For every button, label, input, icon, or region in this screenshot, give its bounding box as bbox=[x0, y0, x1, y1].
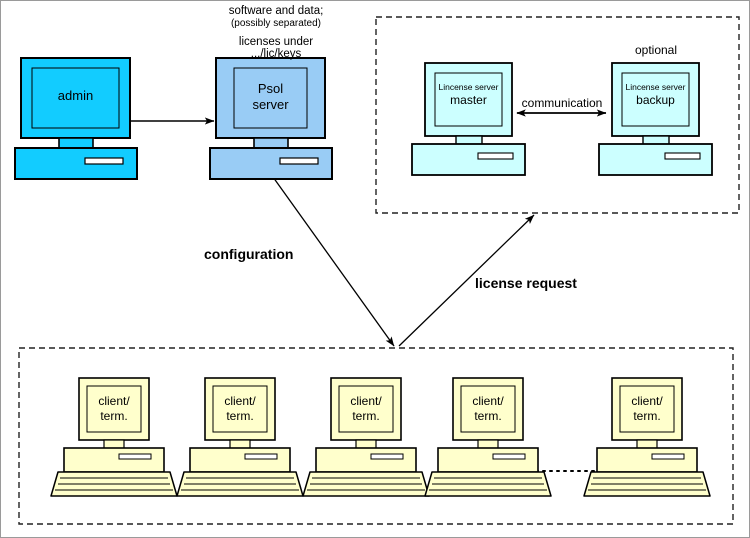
client-4-screen-line2: term. bbox=[474, 409, 502, 423]
psol-server-computer bbox=[209, 57, 333, 180]
psol-caption-software-data: software and data; bbox=[228, 5, 324, 17]
client-5-screen-line1: client/ bbox=[631, 394, 663, 408]
license-master-screen-line1: Lincense server bbox=[438, 82, 499, 92]
optional-label: optional bbox=[634, 43, 678, 57]
license-master-screen-line2: master bbox=[450, 93, 487, 107]
client-3-screen-line2: term. bbox=[352, 409, 380, 423]
client-5-screen-label-wrap: client/ term. bbox=[620, 386, 674, 432]
license-request-arrow bbox=[398, 214, 535, 347]
admin-screen-line1: admin bbox=[57, 88, 94, 103]
client-computer-5 bbox=[583, 377, 711, 497]
client-computer-3 bbox=[302, 377, 430, 497]
psol-caption-possibly-separated: (possibly separated) bbox=[230, 18, 322, 29]
license-server-group-box bbox=[375, 16, 740, 214]
psol-caption-licenses-under: licenses under bbox=[238, 36, 314, 48]
configuration-arrow bbox=[272, 176, 395, 347]
client-5-screen-line2: term. bbox=[633, 409, 661, 423]
psol-caption-lic-keys-path: .../lic/keys bbox=[250, 48, 302, 60]
license-master-computer bbox=[411, 62, 526, 176]
psol-screen-line2: server bbox=[252, 97, 289, 112]
client-1-screen-line2: term. bbox=[100, 409, 128, 423]
psol-screen-label-wrap: Psol server bbox=[234, 68, 307, 128]
client-computer-2 bbox=[176, 377, 304, 497]
communication-label: communication bbox=[521, 96, 603, 110]
license-master-screen-label-wrap: Lincense server master bbox=[435, 73, 502, 126]
license-request-label: license request bbox=[475, 275, 577, 291]
client-computer-4 bbox=[424, 377, 552, 497]
client-2-screen-line1: client/ bbox=[224, 394, 256, 408]
client-3-screen-line1: client/ bbox=[350, 394, 382, 408]
configuration-label: configuration bbox=[204, 246, 294, 262]
client-2-screen-line2: term. bbox=[226, 409, 254, 423]
client-4-screen-line1: client/ bbox=[472, 394, 504, 408]
client-computer-1 bbox=[50, 377, 178, 497]
admin-screen-label-wrap: admin bbox=[32, 68, 119, 128]
license-backup-computer bbox=[598, 62, 713, 176]
client-1-screen-label-wrap: client/ term. bbox=[87, 386, 141, 432]
psol-screen-line1: Psol bbox=[257, 81, 284, 96]
admin-computer bbox=[14, 57, 138, 180]
client-group-box bbox=[18, 347, 734, 525]
license-backup-screen-line1: Lincense server bbox=[625, 82, 686, 92]
client-4-screen-label-wrap: client/ term. bbox=[461, 386, 515, 432]
client-2-screen-label-wrap: client/ term. bbox=[213, 386, 267, 432]
license-backup-screen-line2: backup bbox=[636, 93, 675, 107]
client-1-screen-line1: client/ bbox=[98, 394, 130, 408]
license-backup-screen-label-wrap: Lincense server backup bbox=[622, 73, 689, 126]
client-3-screen-label-wrap: client/ term. bbox=[339, 386, 393, 432]
